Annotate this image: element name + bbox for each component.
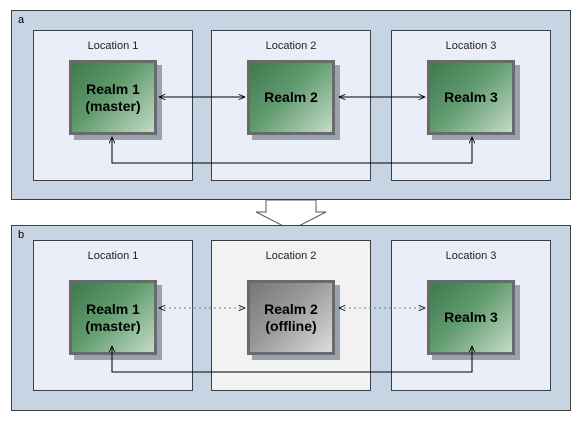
realm-2-node-offline: Realm 2 (offline) (247, 280, 335, 355)
location-1-box: Location 1 Realm 1 (master) (33, 30, 193, 181)
location-label: Location 1 (87, 40, 139, 52)
realm-name: Realm 1 (86, 300, 140, 317)
realm-1-node: Realm 1 (master) (69, 60, 157, 135)
location-label: Location 1 (87, 250, 139, 262)
realm-name: Realm 3 (444, 309, 498, 325)
realm-1-node: Realm 1 (master) (69, 280, 157, 355)
down-arrow-icon (255, 200, 327, 231)
location-1-box: Location 1 Realm 1 (master) (33, 240, 193, 391)
realm-name: Realm 3 (444, 89, 498, 105)
location-label: Location 2 (265, 250, 317, 262)
realm-status: (master) (85, 97, 141, 114)
location-2-box: Location 2 Realm 2 (offline) (211, 240, 371, 391)
panel-label: a (18, 14, 25, 26)
location-label: Location 2 (265, 40, 317, 52)
realm-3-node: Realm 3 (427, 60, 515, 135)
realm-status: (offline) (265, 317, 317, 334)
realm-2-node: Realm 2 (247, 60, 335, 135)
location-3-box: Location 3 Realm 3 (391, 30, 551, 181)
realm-name: Realm 2 (264, 300, 318, 317)
location-3-box: Location 3 Realm 3 (391, 240, 551, 391)
location-label: Location 3 (445, 250, 497, 262)
realm-3-node: Realm 3 (427, 280, 515, 355)
location-label: Location 3 (445, 40, 497, 52)
diagram-panel-b: b Location 1 Realm 1 (master) Location 2… (11, 225, 571, 411)
panel-label: b (18, 229, 25, 241)
realm-name: Realm 1 (86, 80, 140, 97)
location-2-box: Location 2 Realm 2 (211, 30, 371, 181)
realm-name: Realm 2 (264, 89, 318, 105)
diagram-panel-a: a Location 1 Realm 1 (master) Location 2… (11, 10, 571, 200)
realm-status: (master) (85, 317, 141, 334)
